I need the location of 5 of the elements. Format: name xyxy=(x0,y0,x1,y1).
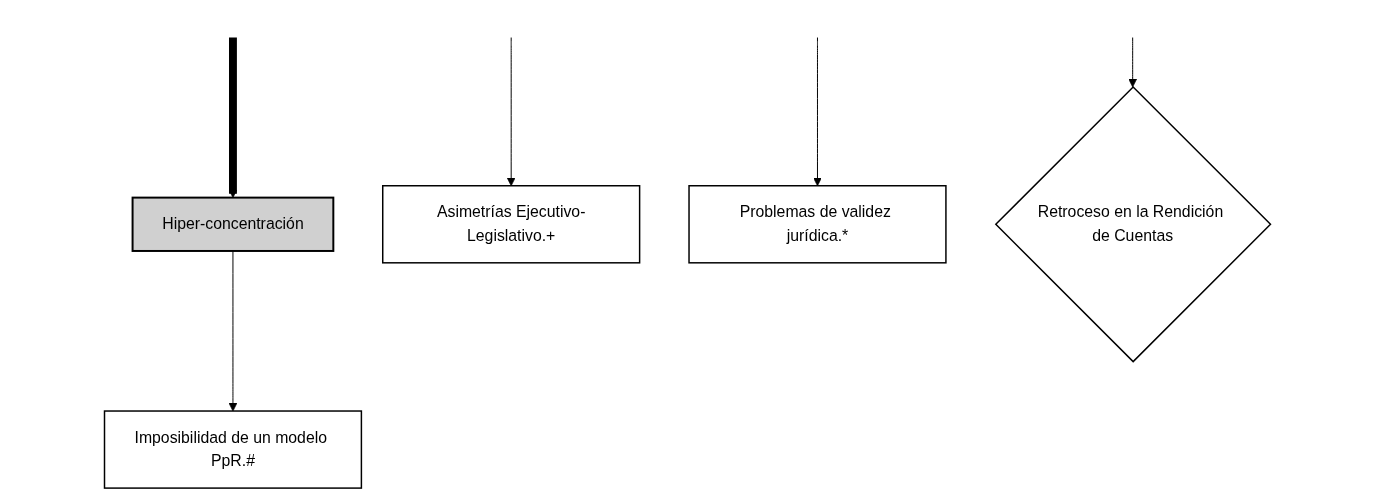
node-box: Asimetrías Ejecutivo-Legislativo.+ xyxy=(382,185,641,264)
node-box: Imposibilidad de un modelo PpR.# xyxy=(103,410,363,489)
node-diamond: Retroceso en la Rendición de Cuentas xyxy=(994,85,1272,363)
node-box: Hiper-concentración xyxy=(131,196,335,252)
node-box: Problemas de validez jurídica.* xyxy=(688,185,947,264)
